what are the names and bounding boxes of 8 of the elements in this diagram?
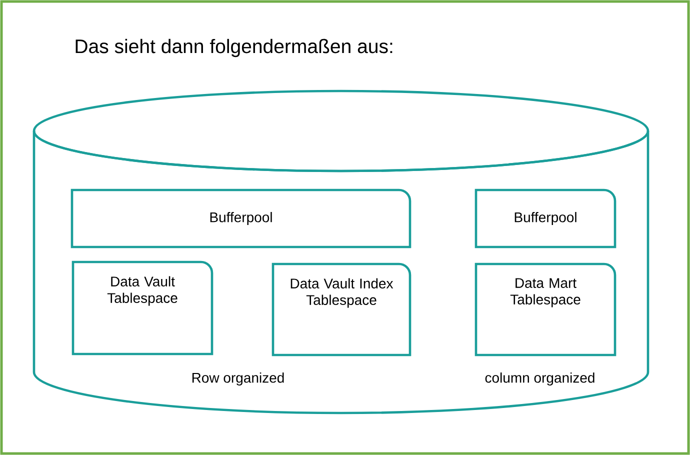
heading-text: Das sieht dann folgendermaßen aus: xyxy=(76,38,392,58)
tablespace-box: Data Mart Tablespace xyxy=(474,262,616,356)
bufferpool-box: Bufferpool xyxy=(474,188,616,248)
bufferpool-box: Bufferpool xyxy=(70,188,412,248)
group-label: Row organized xyxy=(192,372,284,386)
tablespace-box: Data Vault Index Tablespace xyxy=(272,262,412,356)
tablespace-box: Data Vault Tablespace xyxy=(72,260,214,356)
group-label: column organized xyxy=(485,372,594,386)
